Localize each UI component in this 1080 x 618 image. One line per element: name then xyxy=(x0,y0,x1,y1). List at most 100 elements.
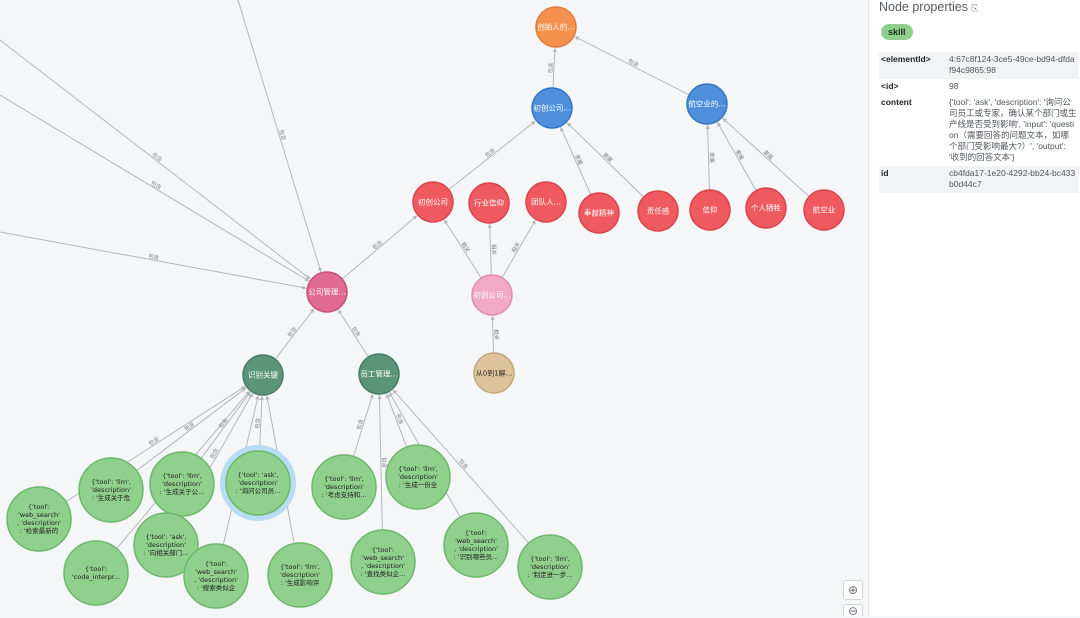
node-label-line: : '生成一份全 xyxy=(399,480,438,489)
relationship-edge[interactable] xyxy=(722,117,810,197)
node-circle[interactable] xyxy=(133,512,199,578)
node-circle[interactable] xyxy=(686,83,728,125)
relationship-edge[interactable] xyxy=(566,122,645,198)
relationship-edge[interactable] xyxy=(574,36,690,96)
graph-node-n_teal1[interactable]: 识别关键 xyxy=(242,354,284,396)
graph-node-g10[interactable]: {'tool': 'llm','description': '生成一份全 xyxy=(385,444,451,510)
node-circle[interactable] xyxy=(306,271,348,313)
node-label-line: : '检索最新的 xyxy=(20,526,59,535)
node-circle[interactable] xyxy=(358,353,400,395)
relationship-edge[interactable] xyxy=(378,394,383,531)
relationship-edge[interactable] xyxy=(392,389,530,544)
graph-node-n_pink[interactable]: 公司管理... xyxy=(306,271,348,313)
relationship-edge[interactable] xyxy=(707,124,710,191)
relationship-edge[interactable] xyxy=(716,122,757,191)
graph-node-n_r4[interactable]: 奉献精神 xyxy=(578,192,620,234)
zoom-out-icon[interactable]: ⊖ xyxy=(843,604,863,617)
relationship-edge[interactable] xyxy=(200,391,251,459)
graph-node-g12[interactable]: {'tool':'web_search', 'description': '识别… xyxy=(443,512,509,578)
graph-canvas[interactable]: 包含包含包含隶属隶属隶属隶属隶属相关相关相关相关包含包含包含包含包含包含包含包含… xyxy=(0,0,866,616)
relationship-edge[interactable] xyxy=(492,315,494,354)
relationship-edge[interactable] xyxy=(560,126,592,195)
graph-node-n_teal2[interactable]: 员工管理... xyxy=(358,353,400,395)
node-label-line: : '搜索类似企 xyxy=(197,583,236,592)
graph-node-n_blue2[interactable]: 航空业的... xyxy=(686,83,728,125)
relationship-edge[interactable] xyxy=(337,309,369,358)
node-circle[interactable] xyxy=(183,543,249,609)
relationship-edge[interactable] xyxy=(352,393,374,457)
zoom-in-icon[interactable]: ⊕ xyxy=(843,580,863,600)
label-badge-skill[interactable]: skill xyxy=(881,24,913,40)
node-circle[interactable] xyxy=(350,529,416,595)
relationship-edge[interactable] xyxy=(501,219,536,278)
relationship-edge[interactable] xyxy=(0,231,307,289)
node-circle[interactable] xyxy=(535,6,577,48)
graph-node-g4[interactable]: {'tool': 'ask','description': '询问公司员... xyxy=(220,445,296,521)
graph-svg[interactable]: 包含包含包含隶属隶属隶属隶属隶属相关相关相关相关包含包含包含包含包含包含包含包含… xyxy=(0,0,866,616)
graph-node-n_r5[interactable]: 责任感 xyxy=(637,190,679,232)
graph-node-g13[interactable]: {'tool': 'llm','description': '制定进一步... xyxy=(517,534,583,600)
graph-node-n_r1[interactable]: 初创公司 xyxy=(412,181,454,223)
relationship-edge[interactable] xyxy=(136,387,247,472)
node-circle[interactable] xyxy=(311,454,377,520)
node-circle[interactable] xyxy=(531,87,573,129)
relationship-edge[interactable] xyxy=(274,308,315,360)
graph-node-g11[interactable]: {'tool':'web_search', 'description': '查找… xyxy=(350,529,416,595)
graph-node-n_r8[interactable]: 航空业 xyxy=(803,189,845,231)
graph-node-n_r2[interactable]: 行业信仰 xyxy=(468,182,510,224)
graph-node-g9[interactable]: {'tool': 'llm','description': '考虑支持和... xyxy=(311,454,377,520)
relationship-edge[interactable] xyxy=(448,120,536,190)
node-circle[interactable] xyxy=(578,192,620,234)
relationship-edge[interactable] xyxy=(0,39,311,280)
edge-label: 包含 xyxy=(208,446,221,460)
graph-node-n_blue1[interactable]: 初创公司... xyxy=(531,87,573,129)
node-circle[interactable] xyxy=(637,190,679,232)
node-circle[interactable] xyxy=(473,352,515,394)
node-circle[interactable] xyxy=(689,189,731,231)
relationship-edge[interactable] xyxy=(385,393,408,448)
relationship-edge[interactable] xyxy=(258,395,263,452)
node-circle[interactable] xyxy=(803,189,845,231)
node-circle[interactable] xyxy=(745,187,787,229)
graph-node-n_tan[interactable]: 从0到1解... xyxy=(473,352,515,394)
arrowhead xyxy=(717,122,722,127)
graph-node-g3[interactable]: {'tool': 'llm','description': '生成关于公... xyxy=(149,451,215,517)
node-circle[interactable] xyxy=(149,451,215,517)
node-circle[interactable] xyxy=(242,354,284,396)
node-circle[interactable] xyxy=(468,182,510,224)
graph-node-n_r6[interactable]: 信仰 xyxy=(689,189,731,231)
node-circle[interactable] xyxy=(385,444,451,510)
graph-node-g6[interactable]: {'tool': 'ask','description': '向相关部门... xyxy=(133,512,199,578)
property-key: content xyxy=(881,97,912,107)
relationship-edge[interactable] xyxy=(443,219,482,279)
node-circle[interactable] xyxy=(63,540,129,606)
node-circle[interactable] xyxy=(78,457,144,523)
arrowhead xyxy=(248,393,253,398)
graph-node-n_orange[interactable]: 创始人的... xyxy=(535,6,577,48)
graph-node-g2[interactable]: {'tool': 'llm','description': '生成关于危 xyxy=(78,457,144,523)
arrowhead xyxy=(255,395,260,400)
node-label-line: 'description' xyxy=(146,541,186,549)
copy-icon[interactable]: ⎘ xyxy=(970,3,979,13)
edge-label: 隶属 xyxy=(573,153,585,166)
node-circle[interactable] xyxy=(443,512,509,578)
node-circle[interactable] xyxy=(412,181,454,223)
relationship-edge[interactable] xyxy=(237,0,322,273)
graph-node-g8[interactable]: {'tool': 'llm','description': '生成影响评 xyxy=(267,542,333,608)
node-circle[interactable] xyxy=(525,181,567,223)
graph-node-g5[interactable]: {'tool':'code_interpr... xyxy=(63,540,129,606)
relationship-edge[interactable] xyxy=(552,47,556,89)
graph-node-n_lpink[interactable]: 初创公司... xyxy=(471,274,513,316)
graph-node-n_r7[interactable]: 个人牺牲 xyxy=(745,187,787,229)
node-circle[interactable] xyxy=(225,450,291,516)
node-circle[interactable] xyxy=(517,534,583,600)
relationship-edge[interactable] xyxy=(0,94,310,282)
node-circle[interactable] xyxy=(267,542,333,608)
graph-node-n_r3[interactable]: 团队人... xyxy=(525,181,567,223)
relationship-edge[interactable] xyxy=(489,223,492,276)
relationship-edge[interactable] xyxy=(341,215,418,280)
node-circle[interactable] xyxy=(6,486,72,552)
graph-node-g1[interactable]: {'tool':'web_search', 'description': '检索… xyxy=(6,486,72,552)
graph-node-g7[interactable]: {'tool':'web_search', 'description': '搜索… xyxy=(183,543,249,609)
node-circle[interactable] xyxy=(471,274,513,316)
